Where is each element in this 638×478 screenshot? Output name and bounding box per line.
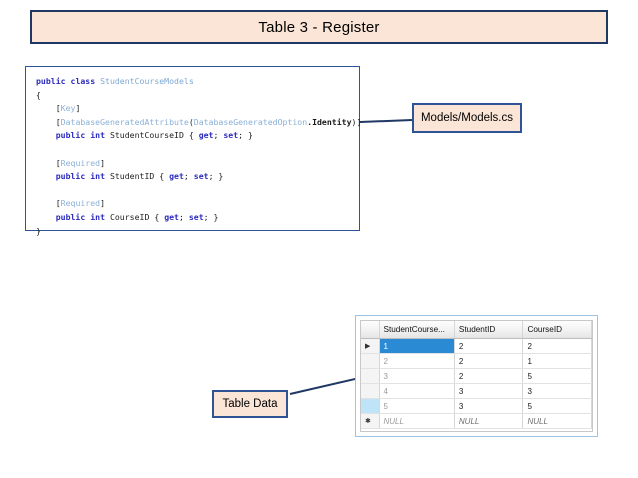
code-token: StudentID bbox=[109, 171, 160, 182]
new-row-asterisk-icon[interactable]: ✱ bbox=[361, 413, 380, 429]
code-token: [ bbox=[36, 198, 61, 209]
code-token: { bbox=[154, 211, 165, 222]
code-token: int bbox=[90, 130, 110, 141]
callout-models-label: Models/Models.cs bbox=[420, 112, 514, 124]
code-token: StudentCourseID bbox=[109, 130, 189, 141]
code-token: int bbox=[90, 171, 110, 182]
table-cell[interactable]: 4 bbox=[379, 383, 455, 399]
current-row-arrow-icon[interactable]: ▶ bbox=[361, 338, 380, 354]
code-token: [ bbox=[36, 116, 61, 127]
code-token: get bbox=[169, 171, 184, 182]
code-token: Required bbox=[60, 157, 101, 168]
table-cell[interactable]: NULL bbox=[522, 413, 592, 429]
code-token: get bbox=[198, 130, 214, 141]
code-token: ] bbox=[75, 103, 81, 114]
connector-line-models bbox=[359, 119, 413, 123]
callout-models-path: Models/Models.cs bbox=[412, 103, 522, 133]
code-token: [ bbox=[36, 103, 61, 114]
code-token: } bbox=[36, 225, 41, 236]
table-cell[interactable]: 3 bbox=[454, 383, 524, 399]
table-cell[interactable]: 2 bbox=[454, 368, 524, 384]
code-token: set bbox=[193, 171, 209, 182]
code-token: DatabaseGeneratedAttribute bbox=[60, 116, 189, 127]
code-token: ; } bbox=[238, 130, 253, 141]
table-cell[interactable]: NULL bbox=[454, 413, 524, 429]
callout-table-data-label: Table Data bbox=[222, 398, 278, 410]
code-token: Required bbox=[60, 198, 101, 209]
table-cell[interactable]: 2 bbox=[454, 353, 524, 369]
code-token: public bbox=[36, 76, 71, 86]
code-token: public bbox=[36, 171, 91, 182]
code-token: ; bbox=[183, 171, 194, 182]
code-token: { bbox=[36, 89, 41, 100]
table-cell[interactable]: 2 bbox=[454, 338, 524, 354]
table-cell[interactable]: 3 bbox=[379, 368, 455, 384]
code-token: get bbox=[164, 211, 179, 222]
table-cell[interactable]: NULL bbox=[379, 413, 455, 429]
code-listing: public class StudentCourseModels { [Key]… bbox=[36, 75, 361, 238]
code-token: { bbox=[159, 171, 170, 182]
code-token: ; } bbox=[208, 171, 224, 182]
code-token: public bbox=[36, 130, 91, 141]
code-token: set bbox=[188, 211, 204, 222]
table-cell[interactable]: 1 bbox=[522, 353, 592, 369]
row-gutter-cell[interactable] bbox=[361, 383, 380, 399]
code-token: Key bbox=[60, 103, 76, 114]
connector-line-table-data bbox=[289, 376, 361, 395]
page-title: Table 3 - Register bbox=[258, 18, 380, 36]
column-header-2[interactable]: CourseID bbox=[522, 321, 592, 339]
table-cell[interactable]: 2 bbox=[522, 338, 592, 354]
column-header-0[interactable]: StudentCourse... bbox=[379, 321, 455, 339]
table-cell[interactable]: 3 bbox=[522, 383, 592, 399]
code-token: [ bbox=[36, 157, 61, 168]
code-token: ; bbox=[178, 211, 189, 222]
table-cell[interactable]: 2 bbox=[379, 353, 455, 369]
code-token: .Identity bbox=[307, 116, 352, 127]
row-gutter-cell[interactable] bbox=[361, 353, 380, 369]
column-header-1[interactable]: StudentID bbox=[454, 321, 524, 339]
code-token: )] bbox=[351, 116, 362, 127]
code-token: CourseID bbox=[109, 211, 155, 222]
row-gutter-cell[interactable] bbox=[361, 398, 380, 414]
row-gutter-header bbox=[361, 321, 380, 339]
callout-table-data: Table Data bbox=[212, 390, 288, 418]
code-token: ; bbox=[213, 130, 224, 141]
row-gutter-cell[interactable] bbox=[361, 368, 380, 384]
table-cell[interactable]: 5 bbox=[379, 398, 455, 414]
code-token: public bbox=[36, 211, 91, 222]
table-cell[interactable]: 5 bbox=[522, 368, 592, 384]
code-token: ] bbox=[100, 198, 106, 209]
code-block: public class StudentCourseModels { [Key]… bbox=[25, 66, 361, 236]
code-token: StudentCourseModels bbox=[100, 76, 194, 86]
page-title-banner: Table 3 - Register bbox=[30, 10, 608, 44]
code-token: ; } bbox=[203, 211, 219, 222]
code-token: int bbox=[90, 211, 110, 222]
code-token: ( bbox=[188, 116, 194, 127]
code-token: ] bbox=[100, 157, 106, 168]
code-token: DatabaseGeneratedOption bbox=[193, 116, 308, 127]
table-cell[interactable]: 1 bbox=[379, 338, 455, 354]
table-cell[interactable]: 3 bbox=[454, 398, 524, 414]
table-cell[interactable]: 5 bbox=[522, 398, 592, 414]
code-token: { bbox=[188, 130, 199, 141]
code-token: class bbox=[70, 76, 101, 86]
code-token: set bbox=[223, 130, 239, 141]
